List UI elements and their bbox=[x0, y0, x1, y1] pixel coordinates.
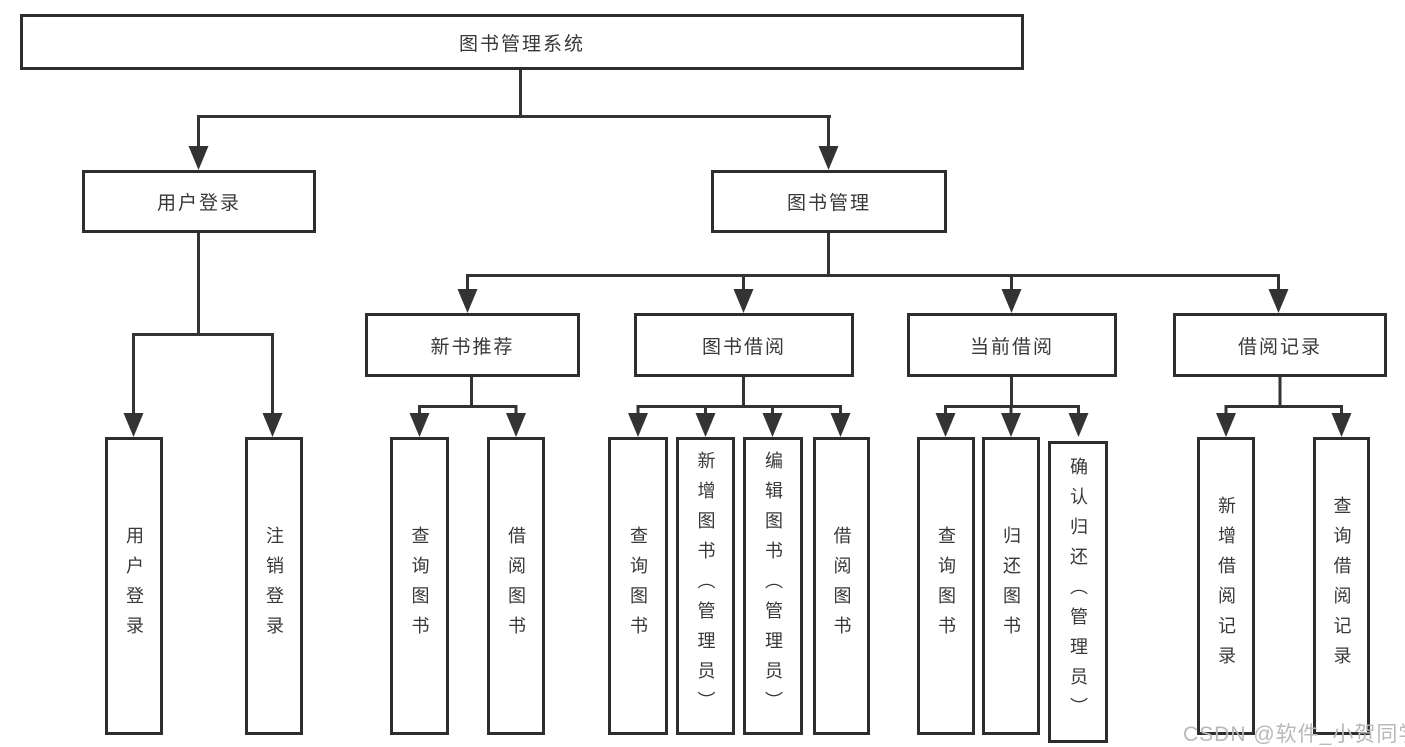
node-book-management: 图书管理 bbox=[711, 170, 947, 233]
leaf-borrow-add-books-admin: 新增图书（管理员） bbox=[676, 437, 735, 735]
leaf-records-query-record: 查询借阅记录 bbox=[1313, 437, 1370, 735]
leaf-borrow-edit-books-admin: 编辑图书（管理员） bbox=[743, 437, 803, 735]
node-user-login: 用户登录 bbox=[82, 170, 316, 233]
leaf-current-confirm-return-admin-label: 确认归还（管理员） bbox=[1068, 457, 1088, 727]
leaf-records-add-record: 新增借阅记录 bbox=[1197, 437, 1255, 735]
leaf-borrow-query-books-label: 查询图书 bbox=[628, 526, 648, 646]
watermark: CSDN @软件_小贺同学 bbox=[1183, 723, 1405, 746]
leaf-current-return-books-label: 归还图书 bbox=[1001, 526, 1021, 646]
leaf-user-login: 用户登录 bbox=[105, 437, 163, 735]
leaf-current-query-books-label: 查询图书 bbox=[936, 526, 956, 646]
node-root: 图书管理系统 bbox=[20, 14, 1024, 70]
node-borrow-records: 借阅记录 bbox=[1173, 313, 1387, 377]
node-root-label: 图书管理系统 bbox=[458, 33, 585, 55]
leaf-current-return-books: 归还图书 bbox=[982, 437, 1040, 735]
leaf-current-query-books: 查询图书 bbox=[917, 437, 975, 735]
leaf-user-login-label: 用户登录 bbox=[124, 526, 144, 646]
leaf-borrow-borrow-books: 借阅图书 bbox=[813, 437, 870, 735]
leaf-logout: 注销登录 bbox=[245, 437, 303, 735]
leaf-newrec-borrow-books-label: 借阅图书 bbox=[506, 526, 526, 646]
node-current-borrow: 当前借阅 bbox=[907, 313, 1117, 377]
node-borrow-records-label: 借阅记录 bbox=[1237, 336, 1322, 358]
node-user-login-label: 用户登录 bbox=[156, 193, 241, 214]
node-book-management-label: 图书管理 bbox=[786, 193, 871, 214]
leaf-borrow-query-books: 查询图书 bbox=[608, 437, 668, 735]
leaf-newrec-query-books: 查询图书 bbox=[390, 437, 449, 735]
leaf-current-confirm-return-admin: 确认归还（管理员） bbox=[1048, 441, 1108, 743]
node-book-borrow-label: 图书借阅 bbox=[701, 336, 786, 358]
leaf-borrow-add-books-admin-label: 新增图书（管理员） bbox=[695, 451, 716, 721]
node-new-book-recommend-label: 新书推荐 bbox=[430, 336, 515, 358]
leaf-newrec-borrow-books: 借阅图书 bbox=[487, 437, 545, 735]
leaf-borrow-edit-books-admin-label: 编辑图书（管理员） bbox=[763, 451, 783, 721]
node-current-borrow-label: 当前借阅 bbox=[969, 336, 1054, 358]
leaf-borrow-borrow-books-label: 借阅图书 bbox=[831, 526, 852, 646]
node-book-borrow: 图书借阅 bbox=[634, 313, 854, 377]
leaf-newrec-query-books-label: 查询图书 bbox=[409, 526, 430, 646]
leaf-records-query-record-label: 查询借阅记录 bbox=[1331, 496, 1352, 676]
node-new-book-recommend: 新书推荐 bbox=[365, 313, 580, 377]
leaf-records-add-record-label: 新增借阅记录 bbox=[1216, 496, 1236, 676]
leaf-logout-label: 注销登录 bbox=[264, 526, 284, 646]
